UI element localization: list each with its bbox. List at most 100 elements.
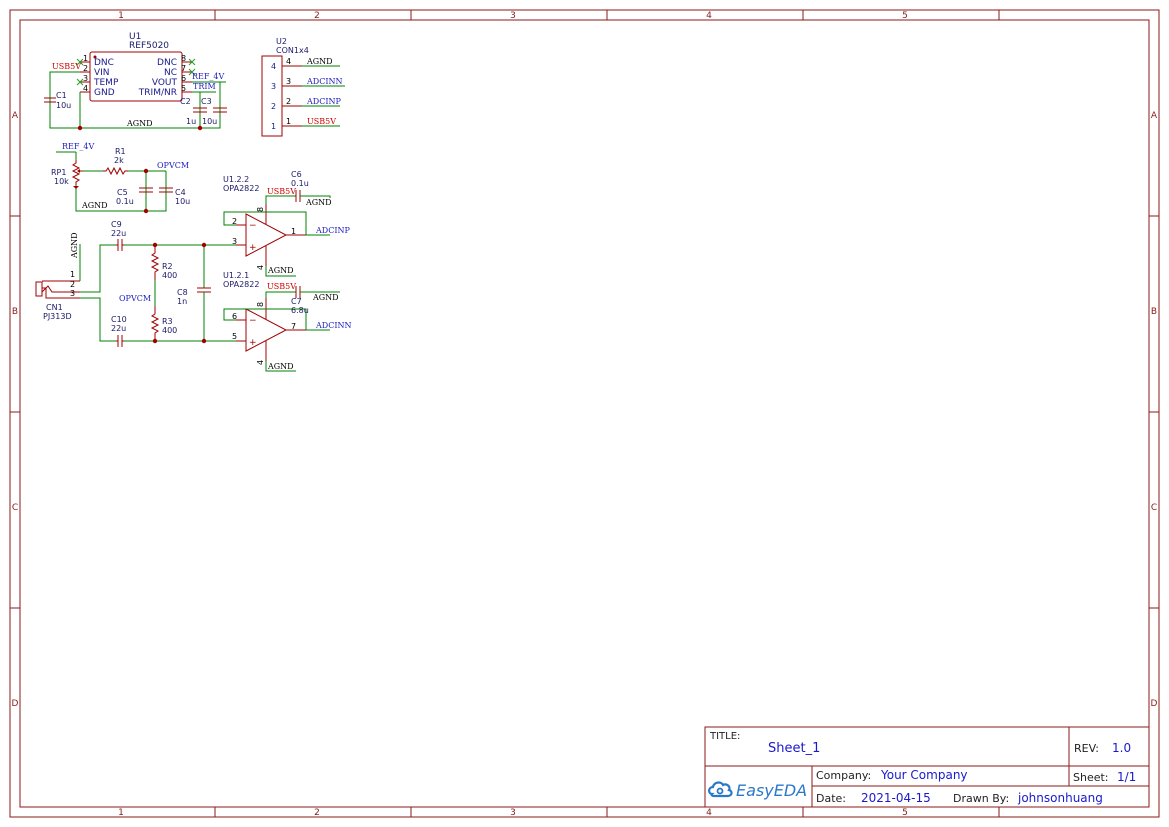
row-label-d-left: D bbox=[12, 699, 19, 709]
row-label-a-left: A bbox=[12, 111, 19, 121]
drawn-by-label: Drawn By: bbox=[953, 792, 1009, 805]
u1-pinnum-6: 6 bbox=[181, 74, 186, 83]
net-adcinp-u2: ADCINP bbox=[306, 97, 341, 106]
u2-connector: U2 CON1x4 4 3 2 1 4 3 2 1 AGND ADCINN AD… bbox=[261, 37, 345, 137]
u121-pin-out: 7 bbox=[291, 322, 296, 331]
sheet-label: Sheet: bbox=[1073, 771, 1109, 784]
r2-value: 400 bbox=[162, 271, 177, 280]
row-label-b-right: B bbox=[1151, 307, 1157, 317]
c8-capacitor bbox=[197, 287, 211, 293]
u1-pinnum-8: 8 bbox=[181, 54, 186, 63]
c6-capacitor bbox=[295, 190, 301, 202]
cloud-logo-icon bbox=[708, 781, 733, 798]
u122-pin-plus: 3 bbox=[232, 237, 237, 246]
col-label-5-top: 5 bbox=[902, 11, 908, 21]
col-label-1-top: 1 bbox=[118, 11, 124, 21]
col-label-3-bottom: 3 bbox=[510, 808, 516, 818]
svg-text:+: + bbox=[249, 243, 257, 253]
col-label-5-bottom: 5 bbox=[902, 808, 908, 818]
c9-capacitor bbox=[116, 239, 124, 251]
c10-value: 22u bbox=[111, 324, 126, 333]
input-filter: C9 22u C10 22u R2 400 R3 400 OPVCM C8 1n bbox=[111, 220, 236, 347]
u1-pin-dnc-right: DNC bbox=[157, 58, 177, 68]
u1-pinnum-5: 5 bbox=[181, 84, 186, 93]
c6-ref: C6 bbox=[291, 170, 302, 179]
u1-pin-temp: TEMP bbox=[93, 78, 119, 88]
c3-capacitor bbox=[213, 107, 227, 113]
r3-ref: R3 bbox=[162, 317, 173, 326]
net-agnd-c6: AGND bbox=[305, 198, 332, 207]
u1-pinnum-1: 1 bbox=[83, 54, 88, 63]
c7-value: 6.8u bbox=[291, 306, 309, 315]
u2-value: CON1x4 bbox=[276, 46, 309, 55]
u1-pinnum-7: 7 bbox=[181, 64, 186, 73]
col-label-2-bottom: 2 bbox=[314, 808, 320, 818]
c5-value: 0.1u bbox=[116, 197, 134, 206]
title-block: TITLE: Sheet_1 REV: 1.0 Company: Your Co… bbox=[704, 726, 1150, 808]
date-label: Date: bbox=[816, 792, 846, 805]
opamp-u1-2-1: U1.2.1 OPA2822 − + 6 5 7 8 4 C7 6.8u USB… bbox=[223, 271, 351, 372]
net-usb5v-u2: USB5V bbox=[307, 117, 336, 126]
u2-pin-3: 3 bbox=[286, 77, 291, 86]
rp1-value: 10k bbox=[54, 177, 69, 186]
logo-text: EasyEDA bbox=[736, 781, 807, 800]
company-value: Your Company bbox=[880, 768, 968, 782]
r3-resistor bbox=[150, 306, 160, 341]
c9-ref: C9 bbox=[111, 220, 122, 229]
company-label: Company: bbox=[816, 769, 871, 782]
u121-value: OPA2822 bbox=[223, 280, 259, 289]
opvcm-divider: REF_4V RP1 10k R1 2k C5 0.1u C4 10u OPVC… bbox=[51, 142, 190, 214]
sheet-frame: 1 2 3 4 5 1 2 3 4 5 A B C D A B C D bbox=[9, 9, 1160, 818]
u1-pin-trim: TRIM/NR bbox=[138, 88, 177, 98]
cn1-value: PJ313D bbox=[43, 312, 72, 321]
cn1-jack: CN1 PJ313D 1 2 3 AGND bbox=[35, 232, 116, 342]
u2-inner-1: 1 bbox=[271, 122, 276, 131]
c4-value: 10u bbox=[175, 197, 190, 206]
svg-text:−: − bbox=[249, 316, 257, 326]
u121-ref: U1.2.1 bbox=[223, 271, 249, 280]
u2-pin-4: 4 bbox=[286, 57, 291, 66]
row-label-d-right: D bbox=[1151, 699, 1158, 709]
col-label-4-bottom: 4 bbox=[706, 808, 712, 818]
net-usb5v-u122: USB5V bbox=[267, 187, 296, 196]
net-agnd-u1: AGND bbox=[126, 119, 153, 128]
c8-ref: C8 bbox=[177, 288, 188, 297]
u1-value: REF5020 bbox=[129, 41, 169, 51]
cn1-ref: CN1 bbox=[46, 303, 63, 312]
opamp-u1-2-2: U1.2.2 OPA2822 − + 2 3 1 8 4 C6 0.1u USB… bbox=[223, 170, 350, 277]
u1-pinnum-4: 4 bbox=[83, 84, 88, 93]
net-agnd-c7: AGND bbox=[312, 293, 339, 302]
rev-value: 1.0 bbox=[1112, 741, 1131, 755]
net-agnd-u2: AGND bbox=[306, 57, 333, 66]
u122-ref: U1.2.2 bbox=[223, 175, 249, 184]
u122-pin-minus: 2 bbox=[232, 217, 237, 226]
u1-pin-gnd: GND bbox=[94, 88, 115, 98]
c1-ref: C1 bbox=[56, 91, 67, 100]
u121-pin-gnd: 4 bbox=[256, 360, 265, 365]
c1-capacitor bbox=[44, 97, 56, 103]
net-usb5v-u121: USB5V bbox=[267, 282, 296, 291]
sheet-value: 1/1 bbox=[1117, 770, 1136, 784]
u1-pin-dnc-left: DNC bbox=[94, 58, 114, 68]
title-value: Sheet_1 bbox=[768, 741, 820, 756]
col-label-4-top: 4 bbox=[706, 11, 712, 21]
r1-resistor bbox=[103, 166, 128, 176]
u122-value: OPA2822 bbox=[223, 184, 259, 193]
row-label-a-right: A bbox=[1151, 111, 1158, 121]
net-adcinn-u2: ADCINN bbox=[306, 77, 342, 86]
rev-label: REV: bbox=[1074, 742, 1099, 755]
c10-capacitor bbox=[116, 335, 124, 347]
u1-pin-vout: VOUT bbox=[152, 78, 178, 88]
net-agnd-u122: AGND bbox=[267, 266, 294, 275]
u2-pin-1: 1 bbox=[286, 117, 291, 126]
u121-pin-vcc: 8 bbox=[256, 302, 265, 307]
net-agnd-u121: AGND bbox=[267, 362, 294, 371]
u2-inner-4: 4 bbox=[271, 62, 276, 71]
net-adcinp-u122: ADCINP bbox=[315, 226, 350, 235]
rp1-ref: RP1 bbox=[51, 168, 66, 177]
net-trim-u1: TRIM bbox=[193, 82, 216, 91]
c9-value: 22u bbox=[111, 229, 126, 238]
drawn-by-value: johnsonhuang bbox=[1017, 791, 1103, 805]
rp1-resistor bbox=[71, 160, 81, 185]
